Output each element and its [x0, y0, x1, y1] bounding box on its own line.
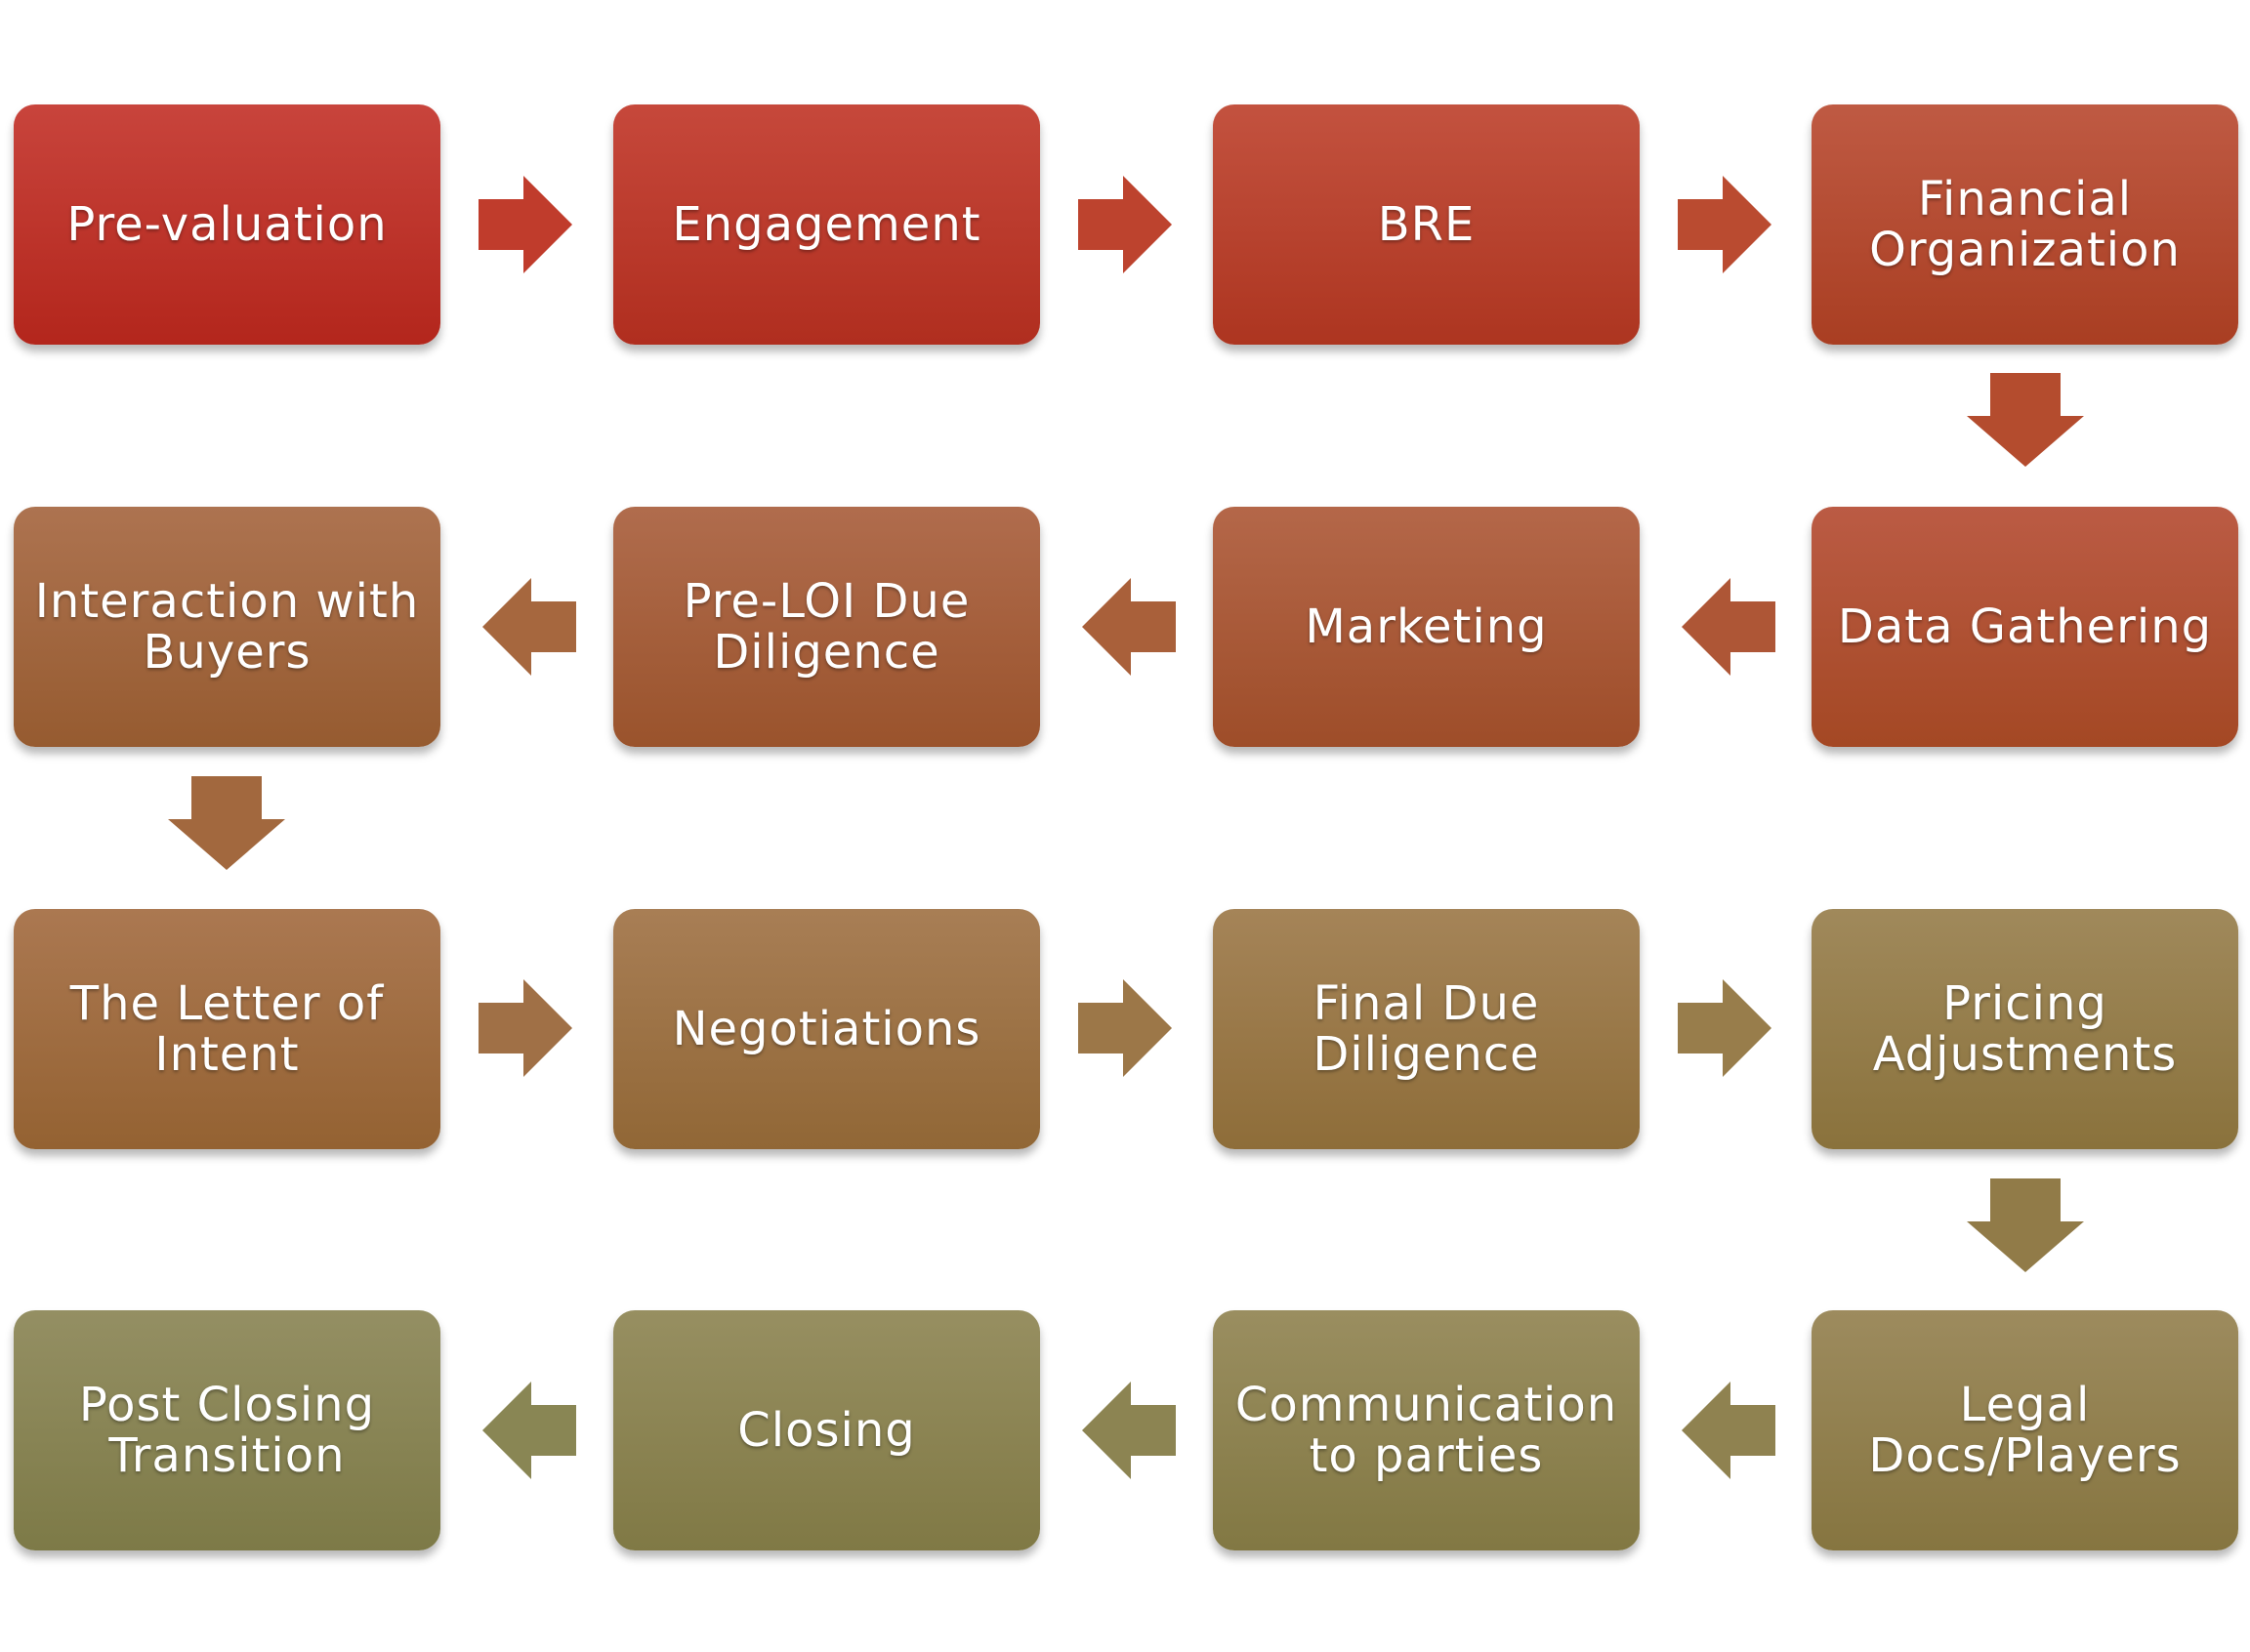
step-label: Communication to parties [1234, 1378, 1618, 1483]
step-box-pre-valuation: Pre-valuation [14, 104, 440, 345]
arrow-shape [1682, 1382, 1775, 1479]
arrow-shape [1078, 979, 1172, 1077]
step-box-legal-docs-players: Legal Docs/Players [1812, 1310, 2238, 1550]
arrow-shape [479, 979, 572, 1077]
step-label: Pre-LOI Due Diligence [683, 574, 971, 680]
step-box-marketing: Marketing [1213, 507, 1640, 747]
step-box-financial-organization: Financial Organization [1812, 104, 2238, 345]
step-box-pre-loi-due-diligence: Pre-LOI Due Diligence [613, 507, 1040, 747]
arrow-left-icon [482, 578, 576, 676]
step-label: Engagement [672, 197, 981, 252]
arrow-left-icon [1082, 578, 1176, 676]
step-label: Legal Docs/Players [1868, 1378, 2182, 1483]
step-label: Data Gathering [1837, 599, 2213, 654]
arrow-down-icon [168, 776, 285, 870]
step-box-pricing-adjustments: Pricing Adjustments [1812, 909, 2238, 1149]
arrow-shape [1678, 176, 1771, 273]
arrow-right-icon [1078, 176, 1172, 273]
arrow-shape [479, 176, 572, 273]
step-label: Negotiations [672, 1002, 981, 1056]
arrow-right-icon [1678, 979, 1771, 1077]
step-label: Final Due Diligence [1312, 976, 1540, 1082]
arrow-shape [1678, 979, 1771, 1077]
arrow-shape [1967, 373, 2084, 467]
step-box-communication-to-parties: Communication to parties [1213, 1310, 1640, 1550]
step-box-data-gathering: Data Gathering [1812, 507, 2238, 747]
arrow-shape [168, 776, 285, 870]
step-label: The Letter of Intent [69, 976, 385, 1082]
arrow-left-icon [1682, 578, 1775, 676]
step-box-letter-of-intent: The Letter of Intent [14, 909, 440, 1149]
arrow-right-icon [1678, 176, 1771, 273]
arrow-left-icon [1082, 1382, 1176, 1479]
arrow-right-icon [479, 979, 572, 1077]
step-label: Pre-valuation [66, 197, 388, 252]
step-label: Marketing [1305, 599, 1548, 654]
arrow-right-icon [479, 176, 572, 273]
arrow-shape [1967, 1178, 2084, 1272]
arrow-right-icon [1078, 979, 1172, 1077]
step-box-final-due-diligence: Final Due Diligence [1213, 909, 1640, 1149]
step-label: Closing [737, 1403, 916, 1458]
arrow-shape [482, 1382, 576, 1479]
arrow-down-icon [1967, 373, 2084, 467]
step-label: Financial Organization [1869, 172, 2181, 277]
arrow-shape [1078, 176, 1172, 273]
arrow-shape [1082, 1382, 1176, 1479]
arrow-shape [1082, 578, 1176, 676]
step-box-closing: Closing [613, 1310, 1040, 1550]
step-box-negotiations: Negotiations [613, 909, 1040, 1149]
arrow-left-icon [482, 1382, 576, 1479]
step-label: Post Closing Transition [78, 1378, 376, 1483]
arrow-left-icon [1682, 1382, 1775, 1479]
arrow-down-icon [1967, 1178, 2084, 1272]
step-box-bre: BRE [1213, 104, 1640, 345]
step-label: Interaction with Buyers [34, 574, 420, 680]
step-box-engagement: Engagement [613, 104, 1040, 345]
arrow-shape [1682, 578, 1775, 676]
step-label: BRE [1377, 197, 1476, 252]
step-label: Pricing Adjustments [1872, 976, 2178, 1082]
step-box-interaction-with-buyers: Interaction with Buyers [14, 507, 440, 747]
arrow-shape [482, 578, 576, 676]
step-box-post-closing-transition: Post Closing Transition [14, 1310, 440, 1550]
